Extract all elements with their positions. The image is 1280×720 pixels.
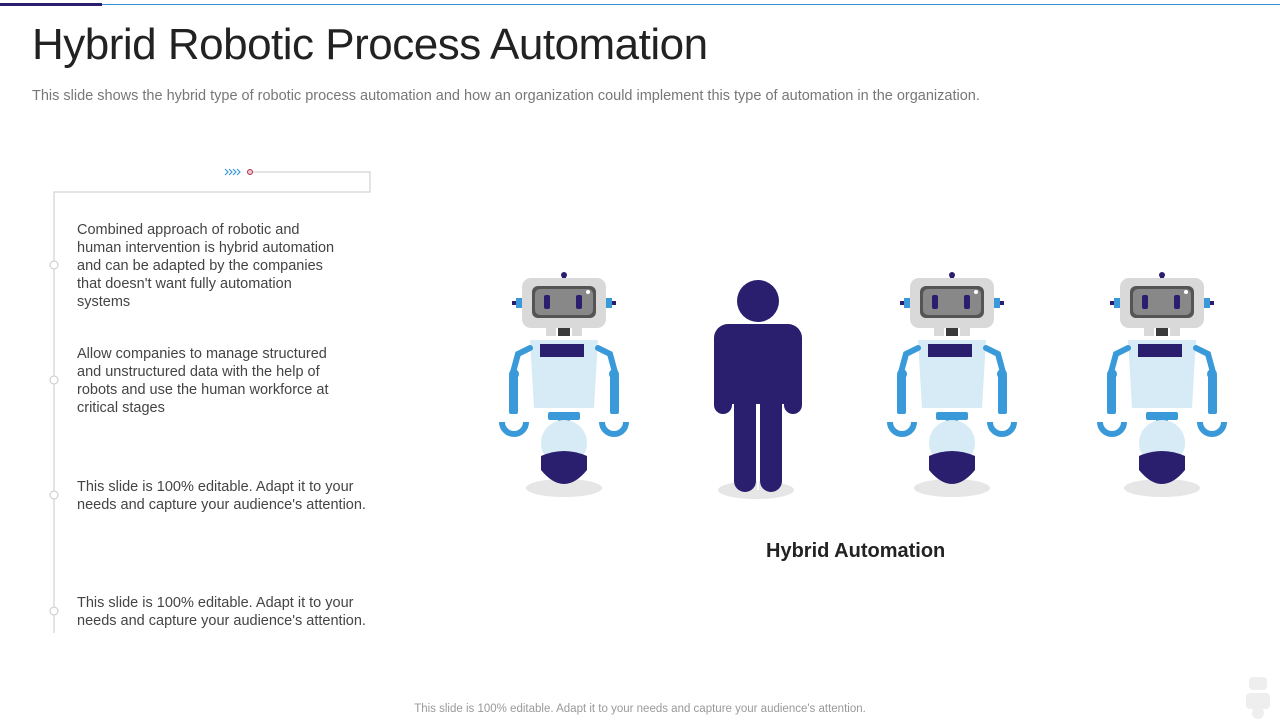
slide-subtitle: This slide shows the hybrid type of robo… <box>32 88 980 104</box>
robot-icon <box>1097 272 1227 497</box>
timeline-connector <box>49 168 371 633</box>
robot-icon <box>887 272 1017 497</box>
timeline-node <box>49 375 59 385</box>
human-icon <box>714 280 802 499</box>
connector-dot <box>247 169 253 175</box>
timeline-node <box>49 260 59 270</box>
slide-footer: This slide is 100% editable. Adapt it to… <box>414 703 866 715</box>
point-text: This slide is 100% editable. Adapt it to… <box>77 479 366 513</box>
figures-caption: Hybrid Automation <box>766 540 946 562</box>
robot-icon <box>499 272 629 497</box>
chevrons-icon <box>224 168 241 176</box>
top-accent-bar <box>0 3 102 6</box>
slide-title: Hybrid Robotic Process Automation <box>32 20 708 69</box>
watermark-robot-icon <box>1246 677 1270 719</box>
timeline-node <box>49 490 59 500</box>
timeline-node <box>49 606 59 616</box>
top-accent-line <box>102 4 1280 5</box>
point-text: This slide is 100% editable. Adapt it to… <box>77 595 366 629</box>
point-text: Allow companies to manage structured and… <box>77 346 329 416</box>
point-text: Combined approach of robotic and human i… <box>77 222 335 310</box>
